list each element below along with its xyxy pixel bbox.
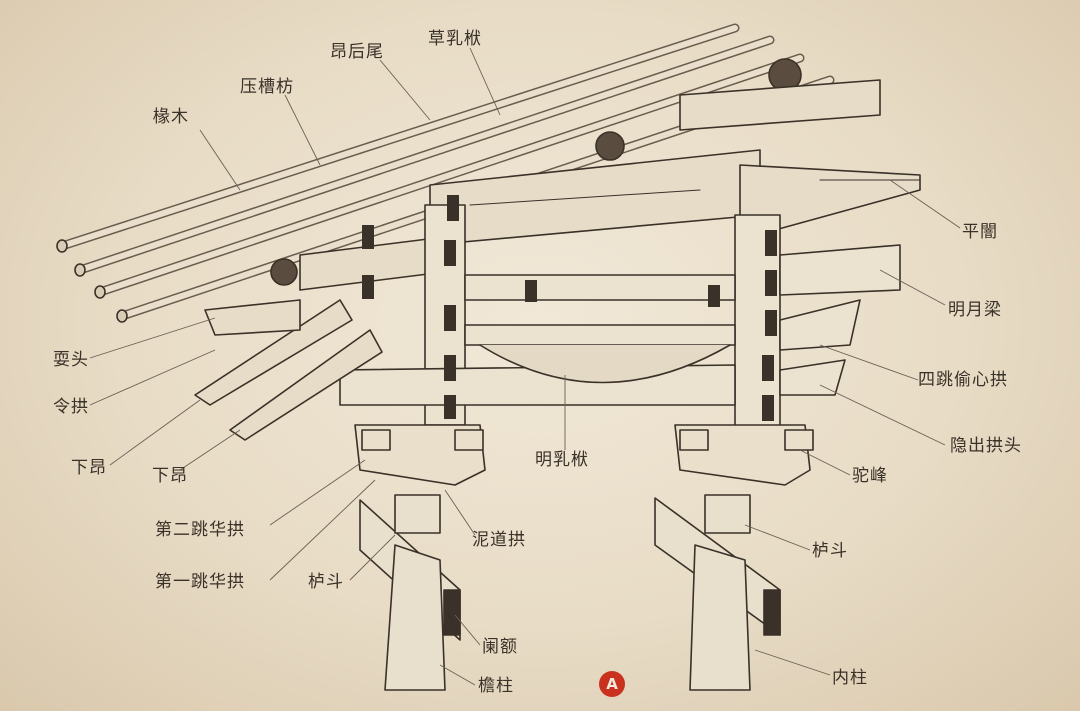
label-mingrufu: 明乳栿 xyxy=(535,450,589,470)
label-yinchugongtou: 隐出拱头 xyxy=(950,436,1022,456)
leader-lines xyxy=(89,47,961,686)
label-linggong: 令拱 xyxy=(53,397,89,417)
bracket-clusters xyxy=(354,424,814,486)
crescent-beam xyxy=(479,344,731,384)
label-dierTiaohuagong: 第二跳华拱 xyxy=(155,520,245,540)
eave-column xyxy=(359,494,461,691)
label-nidaogong: 泥道拱 xyxy=(472,530,526,550)
label-neizhu: 内柱 xyxy=(832,668,868,688)
label-ludou-left: 栌斗 xyxy=(308,572,344,592)
label-yanzhu: 檐柱 xyxy=(478,676,514,696)
inner-column xyxy=(654,494,781,691)
label-caorufu: 草乳栿 xyxy=(428,29,482,49)
label-chuanmu: 椽木 xyxy=(153,107,189,127)
label-xiaang-1: 下昂 xyxy=(71,458,107,478)
label-yacaofang: 压槽枋 xyxy=(240,77,294,97)
label-sitiaotouxingong: 四跳偷心拱 xyxy=(918,370,1008,390)
label-diyiTiaohuagong: 第一跳华拱 xyxy=(155,572,245,592)
label-ludou-right: 栌斗 xyxy=(812,541,848,561)
cantilever-arms xyxy=(194,299,383,441)
block-dark-marks xyxy=(362,195,777,421)
label-anghouwei: 昂后尾 xyxy=(330,42,384,62)
label-shuatou: 耍头 xyxy=(53,350,89,370)
seal-stamp: A xyxy=(599,671,625,697)
label-lan-e: 阑额 xyxy=(482,637,518,657)
label-mingyueliang: 明月梁 xyxy=(948,300,1002,320)
upper-frame xyxy=(299,79,921,291)
label-pingan: 平闇 xyxy=(962,222,998,242)
label-xiaang-2: 下昂 xyxy=(152,466,188,486)
label-tuotuo: 驼峰 xyxy=(852,466,888,486)
